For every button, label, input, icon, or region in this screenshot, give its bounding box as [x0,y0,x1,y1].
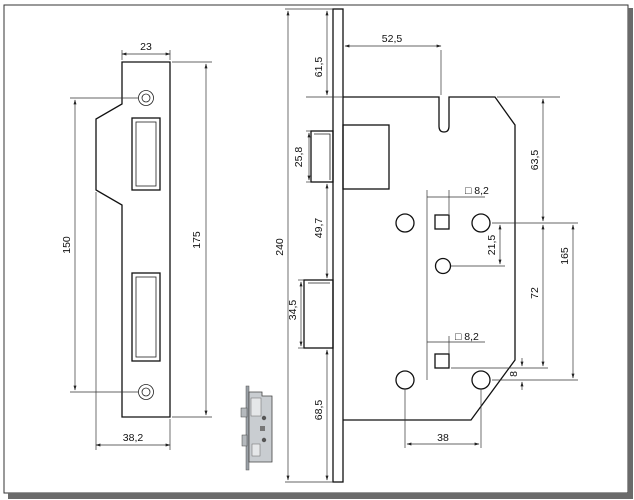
overall-height-label: 240 [274,238,286,256]
strike-length-label: 175 [191,231,203,249]
strike-plate-labels: 23 175 150 38,2 [61,41,203,444]
lock-body-dimensions [285,8,578,483]
strike-hole-spacing-label: 150 [61,236,73,254]
follower-centers-label: 72 [529,287,541,299]
fixing-centers-label: 165 [559,247,571,265]
latch-to-bolt-label: 49,7 [313,218,325,239]
lock-thumbnail [240,385,273,471]
frame [3,4,633,499]
bottom-offset-label: 68,5 [313,400,325,421]
backset-label: 52,5 [382,33,403,45]
lock-body-labels: 52,5 61,5 25,8 49,7 240 34,5 68,5 63,5 2… [274,33,571,444]
lock-body [303,8,516,483]
square-lower-label: □ 8,2 [455,331,479,343]
latch-height-label: 25,8 [293,147,305,168]
upper-follower-label: 63,5 [529,150,541,171]
square-upper-label: □ 8,2 [465,185,489,197]
strike-width-top-label: 23 [140,41,152,53]
strike-plate-dimensions [70,50,212,450]
bottom-detail-label: 8 [508,371,520,377]
bolt-height-label: 34,5 [287,300,299,321]
top-offset-label: 61,5 [313,57,325,78]
spindle-cylinder-label: 21,5 [486,235,498,256]
strike-plate [95,61,171,418]
fixing-hole-spacing-label: 38 [437,432,449,444]
strike-width-bottom-label: 38,2 [123,432,144,444]
